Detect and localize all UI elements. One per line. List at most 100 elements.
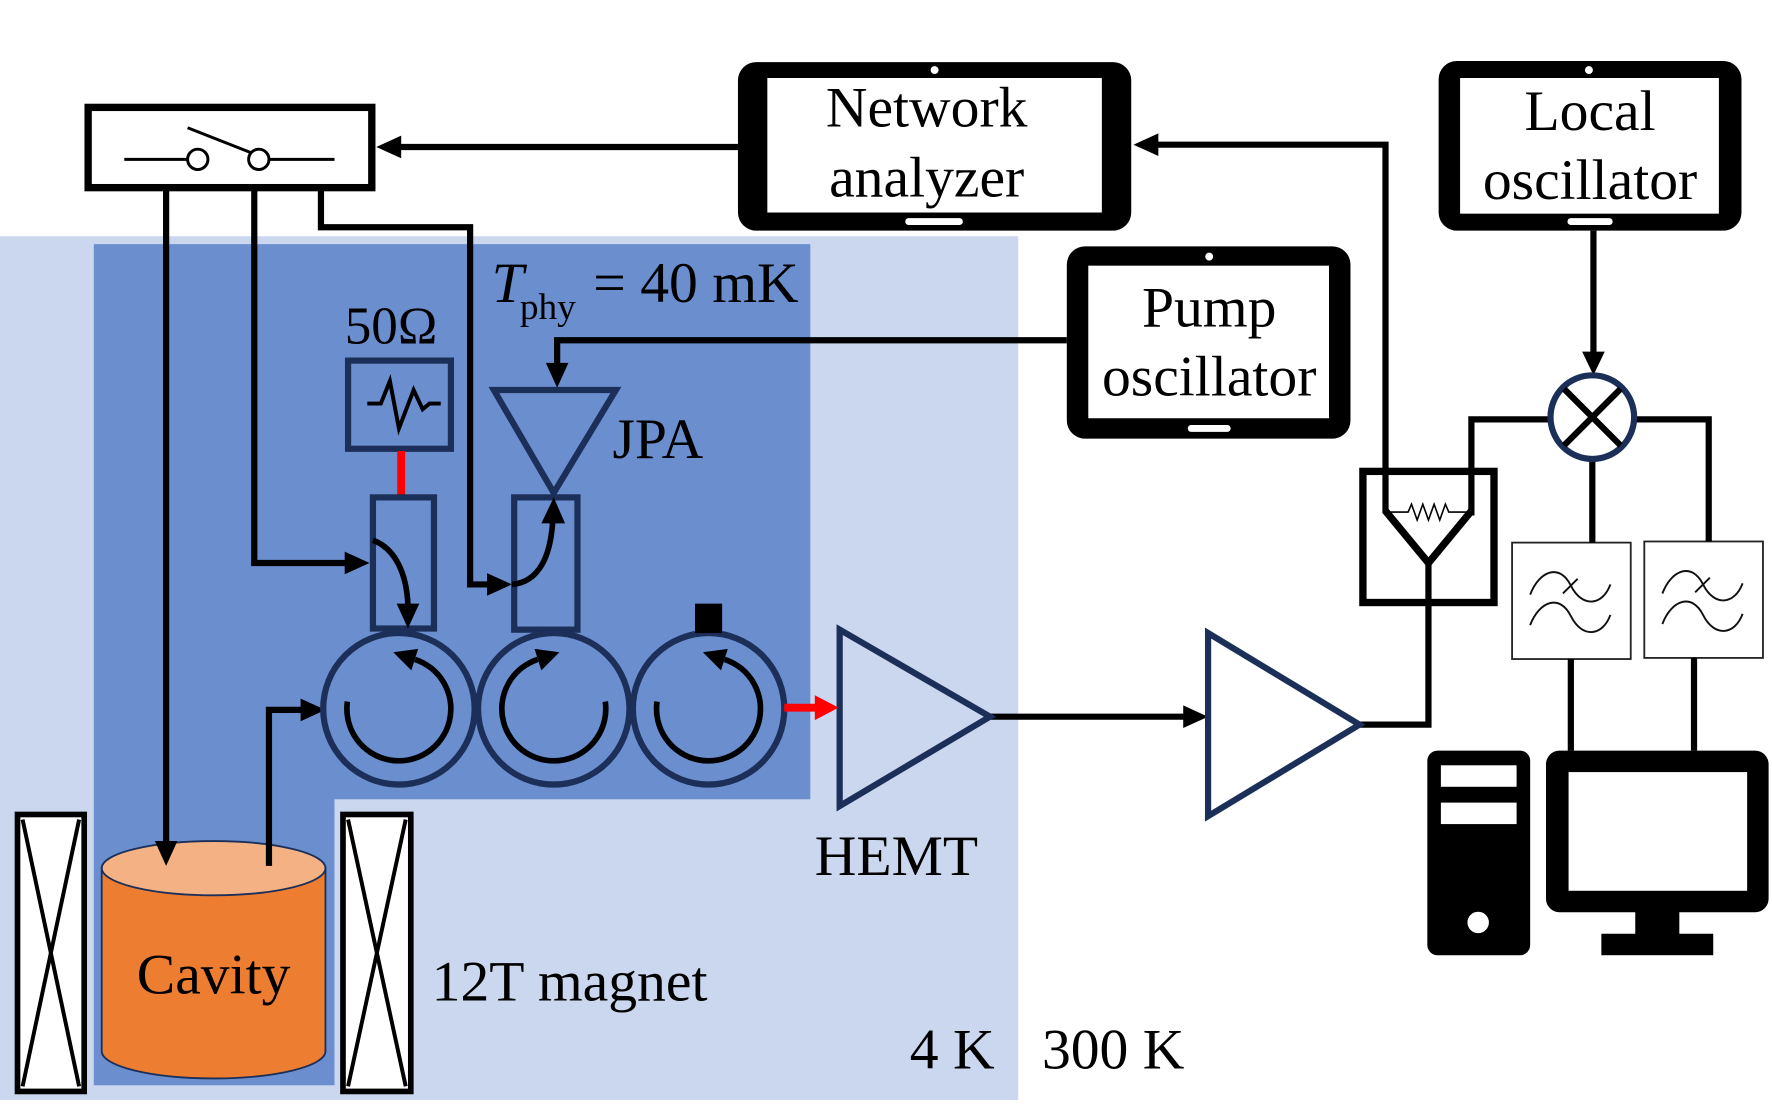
line-circulator-to-hemt [784,695,839,721]
wire [1634,416,1712,542]
arrowhead [487,573,512,596]
low-pass-filter-icon [1529,571,1612,633]
circulator-icon [320,629,478,788]
temperature-value: = 40 mK [593,252,799,315]
device-screen [1088,265,1329,419]
circulation-arc [653,656,764,764]
line-combiner-to-network-analyzer [1133,133,1389,514]
filter-stroke-mark [1562,578,1579,595]
device-home-bar [1187,425,1231,432]
power-button [1467,911,1489,934]
power-combiner-icon [1382,501,1475,569]
arrowhead [154,841,178,866]
resistor-icon [367,373,441,436]
wire [1359,562,1432,728]
device-camera-dot [1205,252,1214,261]
desktop-computer-icon [1427,750,1769,956]
drive-bay [1440,765,1517,787]
arrowhead [376,135,402,159]
spdt-switch-icon [124,126,335,172]
arrowhead [1183,705,1209,728]
rf-switch [84,103,376,192]
local-oscillator-label-line1: Local [1524,80,1655,143]
jpa [488,386,622,633]
pump-oscillator-label-line1: Pump [1142,277,1276,340]
line-pump-to-jpa [545,337,1067,388]
line-network-analyzer-to-switch [376,135,738,159]
arrowhead [541,497,566,524]
isolator-box [369,494,438,632]
mixer-cross-line [1561,386,1623,448]
arrowhead [300,698,326,722]
circulator-termination-block [695,603,723,634]
line-mixer-to-filter-2 [1634,416,1712,542]
termination-50-ohm [344,357,455,452]
arrowhead [396,603,420,629]
arrowhead [1582,351,1605,376]
computer-tower [1427,750,1531,956]
resistor-icon [1390,501,1470,523]
line-combiner-to-mixer [1468,416,1551,516]
circulation-arc [499,656,609,764]
device-screen [767,78,1102,213]
magnet-label: 12T magnet [432,950,708,1013]
filter-box [1643,540,1764,659]
rf-switch-box [84,103,376,192]
cavity-top [100,840,327,897]
network-analyzer-label-line2: analyzer [829,147,1024,210]
stage-4k-label: 4 K [910,1018,995,1081]
line-switch-to-isolator [251,187,370,575]
network-analyzer: Network analyzer [737,62,1132,231]
drive-bay [1440,802,1517,825]
termination-box [344,357,455,452]
jpa-amplifier-icon [488,386,622,499]
combiner-v-shape [1382,508,1475,569]
network-analyzer-label-line1: Network [826,77,1028,140]
arrowhead [393,648,419,671]
stage-300k-label: 300 K [1042,1018,1185,1081]
wire [1468,416,1551,516]
filter-wave-bottom [1661,600,1744,632]
low-pass-filter-icon [1661,570,1744,632]
magnet-coil-right [340,811,414,1095]
arrowhead [344,551,370,575]
line-hemt-to-amplifier [989,705,1209,728]
curved-arrow [511,522,556,588]
line-switch-to-cavity [154,187,178,866]
low-pass-filter-1 [1511,541,1632,660]
jpa-label: JPA [613,408,704,471]
device-home-bar [1567,218,1613,225]
switch-contact [186,147,210,172]
device-camera-dot [1584,66,1593,75]
circulator-1 [320,629,478,788]
cavity-body [100,867,327,1080]
filter-stroke-mark [1694,576,1711,594]
device-home-bar [905,218,963,225]
local-oscillator: Local oscillator [1438,61,1742,231]
line-cavity-to-circulator [265,698,326,866]
device-screen [1460,78,1719,214]
monitor-base [1601,933,1714,956]
coil-cross-line [346,819,408,1087]
termination-label: 50Ω [345,298,438,356]
line-switch-to-jpa-circulator [317,187,512,596]
wire [265,706,303,866]
pump-oscillator-label-line2: oscillator [1102,346,1316,409]
jpa-port-box [511,494,581,633]
circulator-2 [474,629,633,788]
computer [1427,750,1769,956]
pump-oscillator: Pump oscillator [1066,246,1351,439]
room-temp-amplifier-icon [1204,627,1366,822]
monitor-screen [1568,772,1748,891]
arrowhead [545,362,569,388]
low-pass-filter-2 [1643,540,1764,659]
switch-contact [247,147,271,172]
magnet-coil-left [14,811,88,1095]
line-lo-to-mixer [1582,230,1605,376]
monitor-neck [1635,910,1680,935]
wire [554,337,1067,366]
arrowhead [534,648,560,671]
arrowhead [1133,133,1159,156]
wire [317,187,490,588]
wire [1156,141,1389,514]
